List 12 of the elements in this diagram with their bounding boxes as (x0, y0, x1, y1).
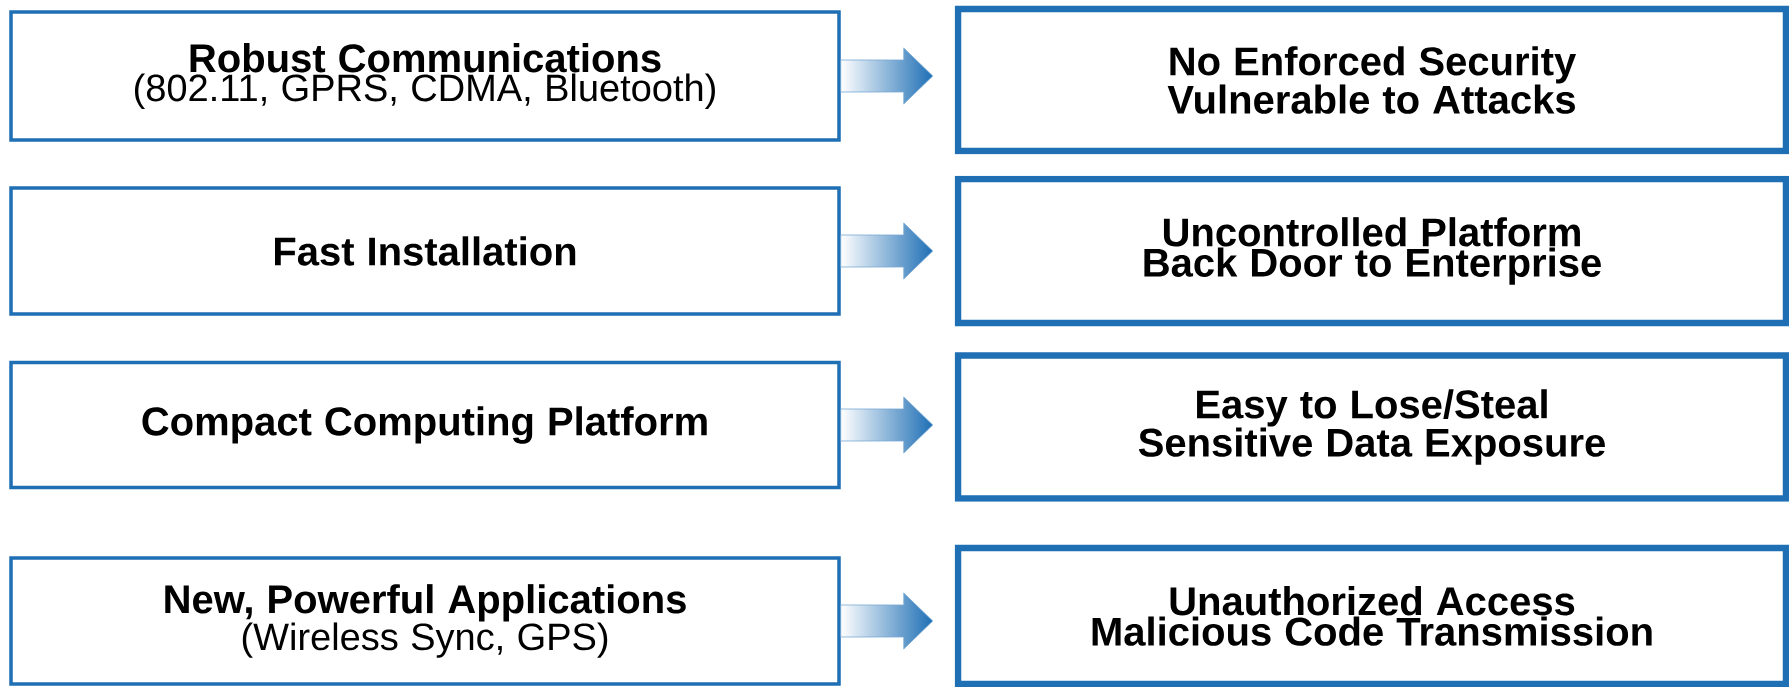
text-box: Robust Communications (802.11, GPRS, CDMA, Bluetooth) (9, 10, 841, 142)
text-box: No Enforced Security Vulnerable to Attacks (954, 5, 1789, 155)
text-box: Unauthorized Access Malicious Code Transmission (954, 544, 1789, 687)
text-box: Uncontrolled Platform Back Door to Enterprise (954, 175, 1789, 327)
text-box: Easy to Lose/Steal Sensitive Data Exposure (954, 352, 1789, 502)
arrow (840, 592, 934, 650)
text-box: Fast Installation (9, 186, 841, 316)
arrow (840, 47, 934, 105)
text-box: Compact Computing Platform (9, 360, 841, 490)
arrow (840, 222, 934, 280)
text-box: New, Powerful Applications (Wireless Sync, GPS) (9, 556, 841, 686)
arrow (840, 396, 934, 454)
